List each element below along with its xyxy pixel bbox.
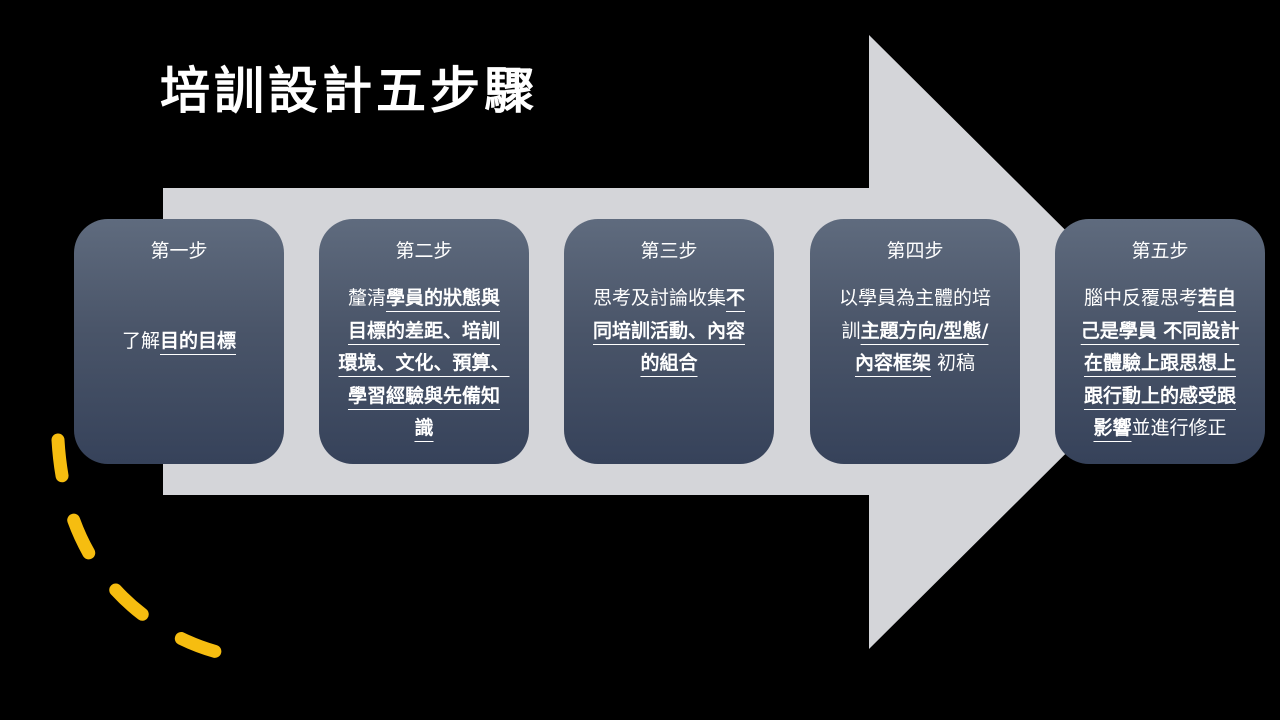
step-card-2: 第二步 釐清學員的狀態與 目標的差距、培訓 環境、文化、預算、 學習經驗與先備知… xyxy=(319,219,529,464)
step-body: 思考及討論收集不 同培訓活動、內容 的組合 xyxy=(574,282,764,380)
plain-text: 釐清 xyxy=(347,287,386,309)
step-label: 第二步 xyxy=(395,240,453,262)
plain-text: 思考及討論收集 xyxy=(592,287,726,309)
step-body: 以學員為主體的培 訓主題方向/型態/ 內容框架 初稿 xyxy=(820,282,1010,380)
plain-text: 初稿 xyxy=(930,352,976,374)
emphasis-text: 在體驗上跟思想上 xyxy=(1083,352,1236,374)
emphasis-text: 同培訓活動、內容 xyxy=(592,319,745,342)
step-line: 識 xyxy=(329,412,519,445)
emphasis-text: 目的目標 xyxy=(160,330,237,352)
emphasis-text: 跟行動上的感受跟 xyxy=(1083,384,1236,407)
emphasis-text: 內容框架 xyxy=(854,352,931,374)
emphasis-text: 學員的狀態與 xyxy=(386,287,501,309)
step-line: 己是學員 不同設計 xyxy=(1065,315,1255,348)
plain-text: 以學員為主體的培 xyxy=(838,287,991,309)
step-body: 釐清學員的狀態與 目標的差距、培訓 環境、文化、預算、 學習經驗與先備知 識 xyxy=(329,282,519,445)
step-line: 在體驗上跟思想上 xyxy=(1065,347,1255,380)
plain-text: 訓 xyxy=(841,319,861,342)
plain-text: 並進行修正 xyxy=(1131,417,1227,439)
plain-text: 腦中反覆思考 xyxy=(1083,287,1198,309)
emphasis-text: 己是學員 不同設計 xyxy=(1080,319,1240,342)
dashed-arc xyxy=(51,433,262,665)
step-body: 了解目的目標 xyxy=(84,325,274,358)
emphasis-text: 若自 xyxy=(1198,287,1237,309)
step-line: 目標的差距、培訓 xyxy=(329,315,519,348)
emphasis-text: 識 xyxy=(414,417,434,439)
step-line: 腦中反覆思考若自 xyxy=(1065,282,1255,315)
step-line: 影響並進行修正 xyxy=(1065,412,1255,445)
emphasis-text: 主題方向/型態/ xyxy=(860,319,989,342)
step-label: 第四步 xyxy=(886,240,944,262)
emphasis-text: 學習經驗與先備知 xyxy=(347,384,500,407)
step-card-5: 第五步 腦中反覆思考若自 己是學員 不同設計 在體驗上跟思想上 跟行動上的感受跟… xyxy=(1055,219,1265,464)
emphasis-text: 環境、文化、預算、 xyxy=(338,352,510,374)
plain-text: 了解 xyxy=(121,330,160,352)
step-line: 的組合 xyxy=(574,347,764,380)
step-line: 學習經驗與先備知 xyxy=(329,380,519,413)
emphasis-text: 的組合 xyxy=(640,352,698,374)
step-card-3: 第三步 思考及討論收集不 同培訓活動、內容 的組合 xyxy=(564,219,774,464)
step-line: 內容框架 初稿 xyxy=(820,347,1010,380)
emphasis-text: 不 xyxy=(726,287,746,309)
slide-title: 培訓設計五步驟 xyxy=(160,62,538,120)
step-label: 第三步 xyxy=(640,240,698,262)
step-label: 第一步 xyxy=(150,240,208,262)
step-line: 思考及討論收集不 xyxy=(574,282,764,315)
step-line: 訓主題方向/型態/ xyxy=(820,315,1010,348)
emphasis-text: 目標的差距、培訓 xyxy=(347,319,500,342)
step-line: 環境、文化、預算、 xyxy=(329,347,519,380)
step-line: 釐清學員的狀態與 xyxy=(329,282,519,315)
step-line: 了解目的目標 xyxy=(84,325,274,358)
step-body: 腦中反覆思考若自 己是學員 不同設計 在體驗上跟思想上 跟行動上的感受跟 影響並… xyxy=(1065,282,1255,445)
emphasis-text: 影響 xyxy=(1093,417,1132,439)
step-label: 第五步 xyxy=(1131,240,1189,262)
step-card-1: 第一步 了解目的目標 xyxy=(74,219,284,464)
step-card-4: 第四步 以學員為主體的培 訓主題方向/型態/ 內容框架 初稿 xyxy=(810,219,1020,464)
step-line: 以學員為主體的培 xyxy=(820,282,1010,315)
step-line: 跟行動上的感受跟 xyxy=(1065,380,1255,413)
step-line: 同培訓活動、內容 xyxy=(574,315,764,348)
